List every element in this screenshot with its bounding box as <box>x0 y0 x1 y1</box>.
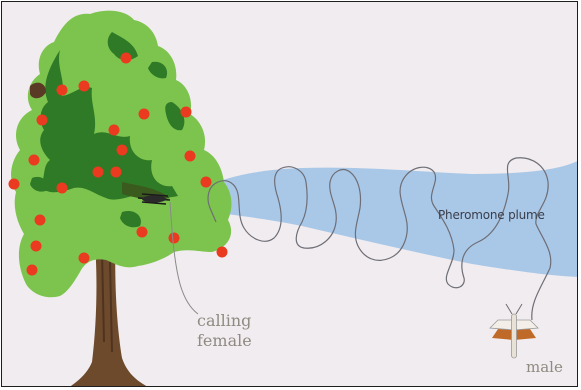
calling-female-label-line2: female <box>197 331 252 351</box>
male-label: male <box>526 358 563 376</box>
scene-canvas <box>2 2 578 387</box>
male-moth-icon <box>490 304 538 358</box>
pheromone-plume-label: Pheromone plume <box>438 208 545 222</box>
calling-female-label: calling female <box>197 311 252 351</box>
calling-female-label-line1: calling <box>197 311 252 331</box>
